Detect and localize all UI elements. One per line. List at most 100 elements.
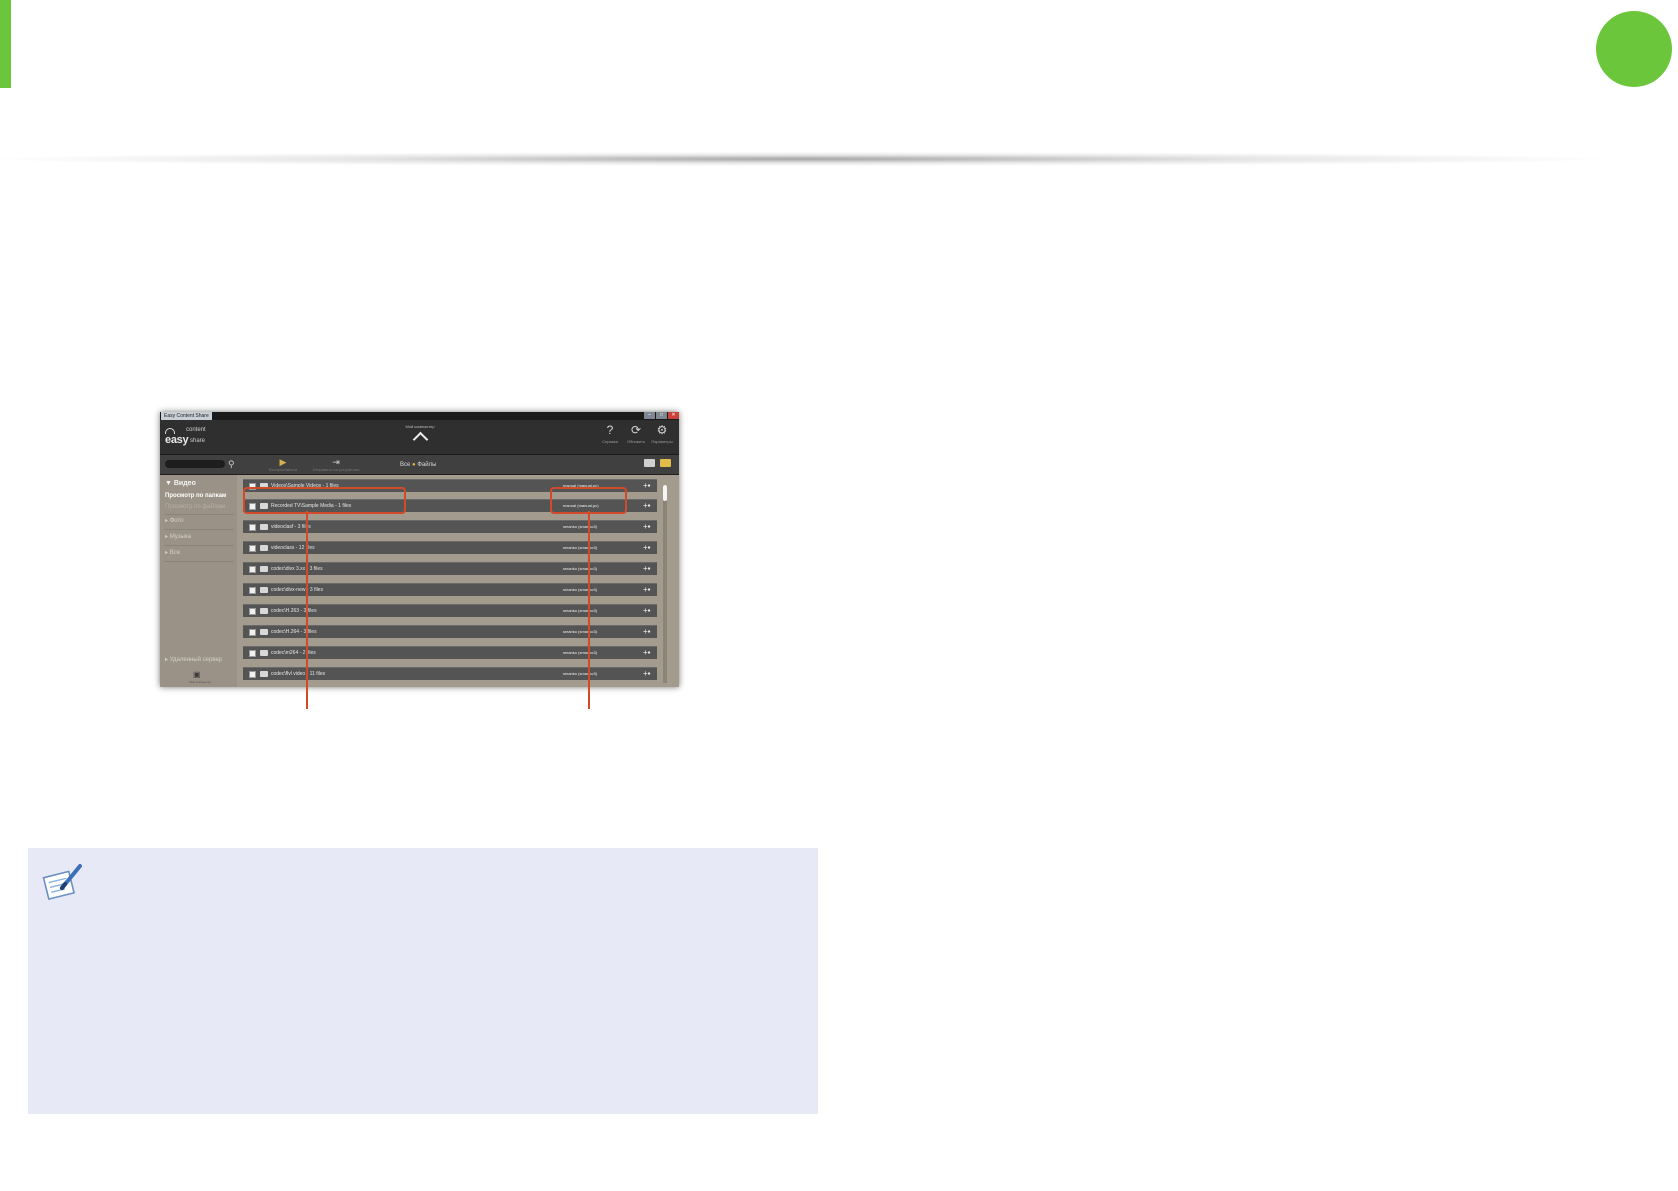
checkbox[interactable] — [249, 629, 256, 636]
search-icon[interactable]: ⚲ — [228, 459, 235, 469]
sidebar-music-label: Музыка — [169, 534, 191, 540]
list-item[interactable]: codec\flvl video - 11 files smanko (sman… — [243, 667, 657, 680]
sidebar-item-by-folder[interactable]: Просмотр по папкам — [165, 493, 227, 499]
list-item[interactable]: codec\divx 3.xx - 3 files smanko (smanko… — [243, 562, 657, 575]
list-item[interactable]: videoclass - 12 files smanko (smanko3) +… — [243, 541, 657, 554]
folder-name: codec\flvl video - 11 files — [271, 671, 326, 677]
add-to-device-icon[interactable]: +▪ — [643, 481, 651, 490]
sidebar-divider — [164, 529, 234, 530]
device-selector[interactable]: Мой компьютер — [390, 424, 450, 448]
sidebar-item-remote-server[interactable]: ▸ Удаленный сервер — [165, 657, 223, 663]
view-dot-icon: ● — [412, 462, 416, 468]
sidebar-device-caption: Мой компьютер — [189, 680, 211, 684]
sidebar-divider — [164, 514, 234, 515]
sidebar-item-by-file[interactable]: Просмотр по файлам — [165, 504, 225, 510]
list-item[interactable]: videoclasf - 3 files smanko (smanko3) +▪ — [243, 520, 657, 533]
device-label: Мой компьютер — [405, 424, 435, 429]
refresh-icon: ⟳ — [630, 423, 642, 437]
add-to-device-icon[interactable]: +▪ — [643, 648, 651, 657]
folder-name: Recorded TV\Sample Media - 1 files — [271, 503, 352, 509]
sidebar-item-photo[interactable]: ▸ Фото — [165, 518, 184, 524]
folder-icon — [260, 545, 268, 551]
settings-button[interactable]: ⚙ Параметры — [649, 423, 675, 444]
help-icon: ? — [606, 423, 614, 437]
sidebar-photo-label: Фото — [169, 518, 184, 524]
checkbox[interactable] — [249, 650, 256, 657]
list-scrollbar[interactable] — [663, 485, 667, 683]
scrollbar-thumb[interactable] — [663, 485, 667, 501]
folder-owner: smanko (smanko3) — [563, 587, 598, 592]
sidebar-divider — [164, 561, 234, 562]
checkbox[interactable] — [249, 587, 256, 594]
sidebar-item-video[interactable]: ▼ Видео — [165, 480, 196, 487]
send-to-device-button[interactable]: ⇥ Отправить на устройство — [305, 457, 367, 472]
folder-owner: smanko (smanko3) — [563, 671, 598, 676]
folder-owner: smanko (smanko3) — [563, 629, 598, 634]
play-button[interactable]: ▶ Воспроизвести — [263, 457, 303, 472]
checkbox[interactable] — [249, 503, 256, 510]
folder-name: videoclass - 12 files — [271, 545, 315, 551]
sidebar-all-label: Все — [169, 550, 181, 556]
sidebar: ▼ Видео Просмотр по папкам Просмотр по ф… — [160, 475, 237, 687]
callout-highlight-folder-name — [243, 487, 406, 514]
folder-name: codec\H.264 - 3 files — [271, 629, 317, 635]
view-prefix: Все — [400, 462, 411, 468]
chevron-up-icon[interactable] — [412, 431, 428, 448]
checkbox[interactable] — [249, 545, 256, 552]
list-item[interactable]: codec\divx-new - 3 files smanko (smanko3… — [243, 583, 657, 596]
view-filter[interactable]: Все ● Файлы — [400, 461, 436, 469]
folder-name: codec\H.263 - 3 files — [271, 608, 317, 614]
logo-share: share — [190, 438, 206, 444]
note-box — [28, 848, 818, 1114]
add-to-device-icon[interactable]: +▪ — [643, 669, 651, 678]
refresh-button[interactable]: ⟳ Обновить — [623, 423, 649, 444]
help-button[interactable]: ? Справка — [597, 423, 623, 444]
folder-owner: manual (manual-pc) — [563, 503, 599, 508]
checkbox[interactable] — [249, 671, 256, 678]
folder-icon — [260, 608, 268, 614]
settings-icon: ⚙ — [656, 423, 668, 437]
checkbox[interactable] — [249, 524, 256, 531]
maximize-button[interactable]: □ — [656, 412, 667, 419]
play-icon: ▶ — [279, 457, 287, 467]
note-icon — [42, 864, 82, 901]
close-button[interactable]: ✕ — [668, 412, 679, 419]
play-label: Воспроизвести — [269, 467, 297, 472]
folder-icon[interactable] — [644, 459, 655, 467]
computer-icon[interactable]: ▣ — [193, 670, 201, 679]
checkbox[interactable] — [249, 608, 256, 615]
add-to-device-icon[interactable]: +▪ — [643, 522, 651, 531]
header-actions: ? Справка ⟳ Обновить ⚙ Параметры — [597, 423, 675, 444]
add-to-device-icon[interactable]: +▪ — [643, 501, 651, 510]
checkbox[interactable] — [249, 566, 256, 573]
open-folder-icon[interactable] — [660, 459, 671, 467]
app-header: easy content share Мой компьютер ? Справ… — [160, 420, 679, 455]
sidebar-item-music[interactable]: ▸ Музыка — [165, 534, 191, 540]
list-item[interactable]: codec\H.263 - 3 files smanko (smanko3) +… — [243, 604, 657, 617]
add-to-device-icon[interactable]: +▪ — [643, 627, 651, 636]
list-item[interactable]: codec\H.264 - 3 files smanko (smanko3) +… — [243, 625, 657, 638]
help-label: Справка — [602, 439, 618, 444]
add-to-device-icon[interactable]: +▪ — [643, 606, 651, 615]
minimize-button[interactable]: – — [644, 412, 655, 419]
add-to-device-icon[interactable]: +▪ — [643, 585, 651, 594]
folder-icon — [260, 650, 268, 656]
checkbox[interactable] — [249, 483, 256, 490]
folder-owner: smanko (smanko3) — [563, 566, 598, 571]
add-to-device-icon[interactable]: +▪ — [643, 564, 651, 573]
sidebar-item-all[interactable]: ▸ Все — [165, 550, 181, 556]
folder-name: videoclasf - 3 files — [271, 524, 311, 530]
header-divider — [0, 152, 1600, 166]
folder-icon — [260, 629, 268, 635]
search-input[interactable] — [165, 460, 225, 468]
list-item[interactable]: codec\m264 - 2 files smanko (smanko3) +▪ — [243, 646, 657, 659]
folder-name: codec\divx-new - 3 files — [271, 587, 323, 593]
folder-icon — [260, 483, 268, 489]
list-item[interactable]: Recorded TV\Sample Media - 1 files manua… — [243, 499, 657, 512]
folder-owner: smanko (smanko3) — [563, 545, 598, 550]
add-to-device-icon[interactable]: +▪ — [643, 543, 651, 552]
logo-content: content — [186, 427, 206, 433]
settings-label: Параметры — [651, 439, 673, 444]
window-title: Easy Content Share — [161, 412, 212, 420]
folder-owner: smanko (smanko3) — [563, 608, 598, 613]
